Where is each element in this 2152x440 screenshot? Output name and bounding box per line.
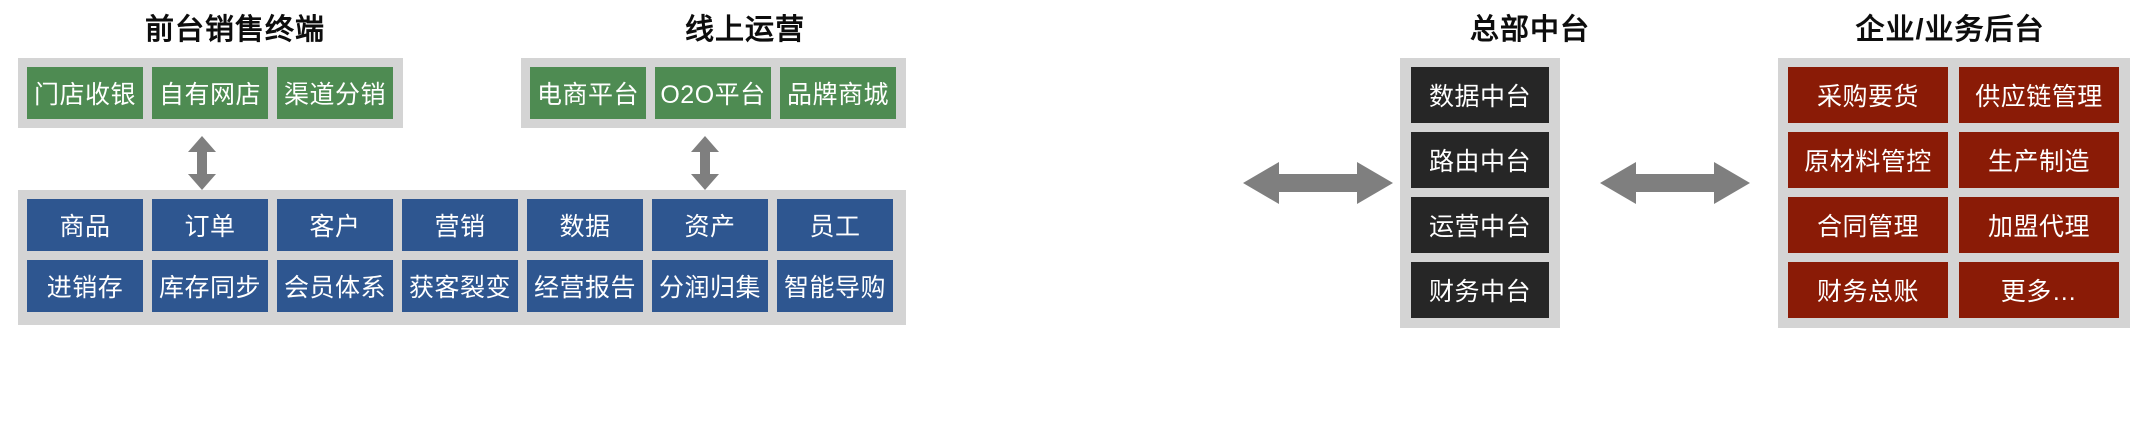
middle-platform-item-0[interactable]: 数据中台	[1411, 67, 1549, 123]
core-capability-row1-item-3[interactable]: 营销	[402, 199, 518, 251]
online-ops-item-1[interactable]: O2O平台	[655, 67, 771, 119]
core-capability-row2-item-5[interactable]: 分润归集	[652, 260, 768, 312]
core-capability-row1-item-1[interactable]: 订单	[152, 199, 268, 251]
online-ops-item-2[interactable]: 品牌商城	[780, 67, 896, 119]
section-title-enterprise-backend: 企业/业务后台	[1855, 14, 2045, 46]
enterprise-backend-item-5[interactable]: 加盟代理	[1959, 197, 2119, 253]
core-capability-row1-item-5[interactable]: 资产	[652, 199, 768, 251]
panel-online-ops: 电商平台 O2O平台 品牌商城	[521, 58, 906, 128]
front-sales-item-2[interactable]: 渠道分销	[277, 67, 393, 119]
enterprise-backend-item-3[interactable]: 生产制造	[1959, 132, 2119, 188]
core-capability-row1-item-4[interactable]: 数据	[527, 199, 643, 251]
core-capability-row1-item-6[interactable]: 员工	[777, 199, 893, 251]
panel-enterprise-backend: 采购要货 供应链管理 原材料管控 生产制造 合同管理 加盟代理 财务总账 更多…	[1778, 58, 2130, 328]
panel-core-capabilities: 商品 订单 客户 营销 数据 资产 员工 进销存 库存同步 会员体系 获客裂变 …	[18, 190, 906, 325]
enterprise-backend-item-6[interactable]: 财务总账	[1788, 262, 1948, 318]
core-capability-row2-item-0[interactable]: 进销存	[27, 260, 143, 312]
middle-platform-item-3[interactable]: 财务中台	[1411, 262, 1549, 318]
panel-middle-platform: 数据中台 路由中台 运营中台 财务中台	[1400, 58, 1560, 328]
section-title-middle-platform: 总部中台	[1469, 14, 1590, 46]
connector-online-ops-to-core-arrow-icon	[688, 136, 722, 190]
core-capability-row2-item-6[interactable]: 智能导购	[777, 260, 893, 312]
core-capability-row2-item-3[interactable]: 获客裂变	[402, 260, 518, 312]
core-capability-row1-item-2[interactable]: 客户	[277, 199, 393, 251]
enterprise-backend-item-7[interactable]: 更多…	[1959, 262, 2119, 318]
connector-front-sales-to-core-arrow-icon	[185, 136, 219, 190]
panel-front-sales: 门店收银 自有网店 渠道分销	[18, 58, 403, 128]
connector-core-to-middle-platform-arrow-icon	[1243, 158, 1393, 208]
core-capability-row1-item-0[interactable]: 商品	[27, 199, 143, 251]
online-ops-item-0[interactable]: 电商平台	[530, 67, 646, 119]
front-sales-item-1[interactable]: 自有网店	[152, 67, 268, 119]
section-title-front-sales: 前台销售终端	[144, 14, 325, 46]
core-capability-row2-item-1[interactable]: 库存同步	[152, 260, 268, 312]
middle-platform-item-1[interactable]: 路由中台	[1411, 132, 1549, 188]
enterprise-backend-item-4[interactable]: 合同管理	[1788, 197, 1948, 253]
connector-middle-platform-to-enterprise-arrow-icon	[1600, 158, 1750, 208]
middle-platform-item-2[interactable]: 运营中台	[1411, 197, 1549, 253]
front-sales-item-0[interactable]: 门店收银	[27, 67, 143, 119]
core-capability-row2-item-2[interactable]: 会员体系	[277, 260, 393, 312]
core-capability-row2-item-4[interactable]: 经营报告	[527, 260, 643, 312]
enterprise-backend-item-2[interactable]: 原材料管控	[1788, 132, 1948, 188]
section-title-online-ops: 线上运营	[684, 14, 805, 46]
enterprise-backend-item-0[interactable]: 采购要货	[1788, 67, 1948, 123]
enterprise-backend-item-1[interactable]: 供应链管理	[1959, 67, 2119, 123]
